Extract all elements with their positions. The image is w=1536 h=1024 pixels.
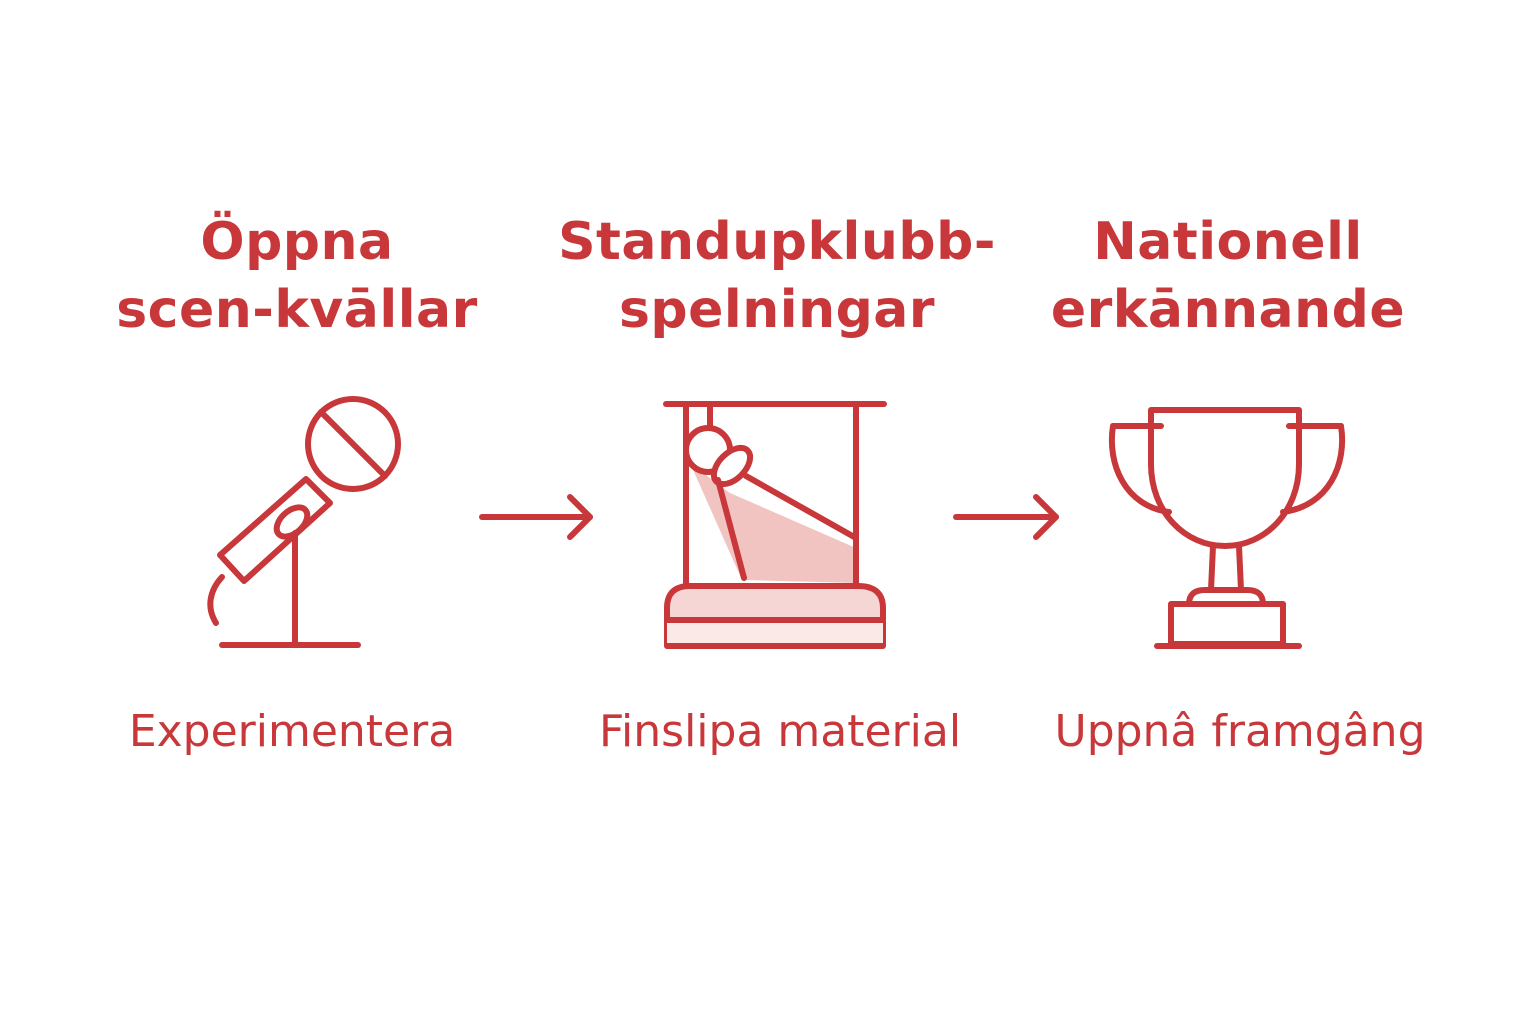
- trophy-icon: [1109, 407, 1345, 649]
- stage-1-title-line1: Öppna: [200, 212, 394, 272]
- spotlight-stage-icon: [663, 401, 887, 649]
- stage-2-title-line2: spelningar: [618, 280, 936, 340]
- stage-1-title-line2: scen-kvāllar: [116, 280, 478, 340]
- stage-2-title: Standupklubb- spelningar: [537, 208, 1017, 344]
- stage-1-caption: Experimentera: [128, 706, 456, 757]
- stage-1-title: Öppna scen-kvāllar: [57, 208, 537, 344]
- right-arrow-icon: [479, 494, 593, 540]
- stage-2-caption: Finslipa material: [598, 706, 962, 757]
- stage-2-title-line1: Standupklubb-: [558, 212, 996, 272]
- stage-3-title: Nationell erkānnande: [988, 208, 1468, 344]
- right-arrow-icon: [953, 494, 1059, 540]
- stage-3-title-line1: Nationell: [1093, 212, 1363, 272]
- stage-3-caption: Uppnâ framgâng: [1054, 706, 1426, 757]
- stage-3-title-line2: erkānnande: [1050, 280, 1406, 340]
- microphone-icon: [207, 396, 401, 648]
